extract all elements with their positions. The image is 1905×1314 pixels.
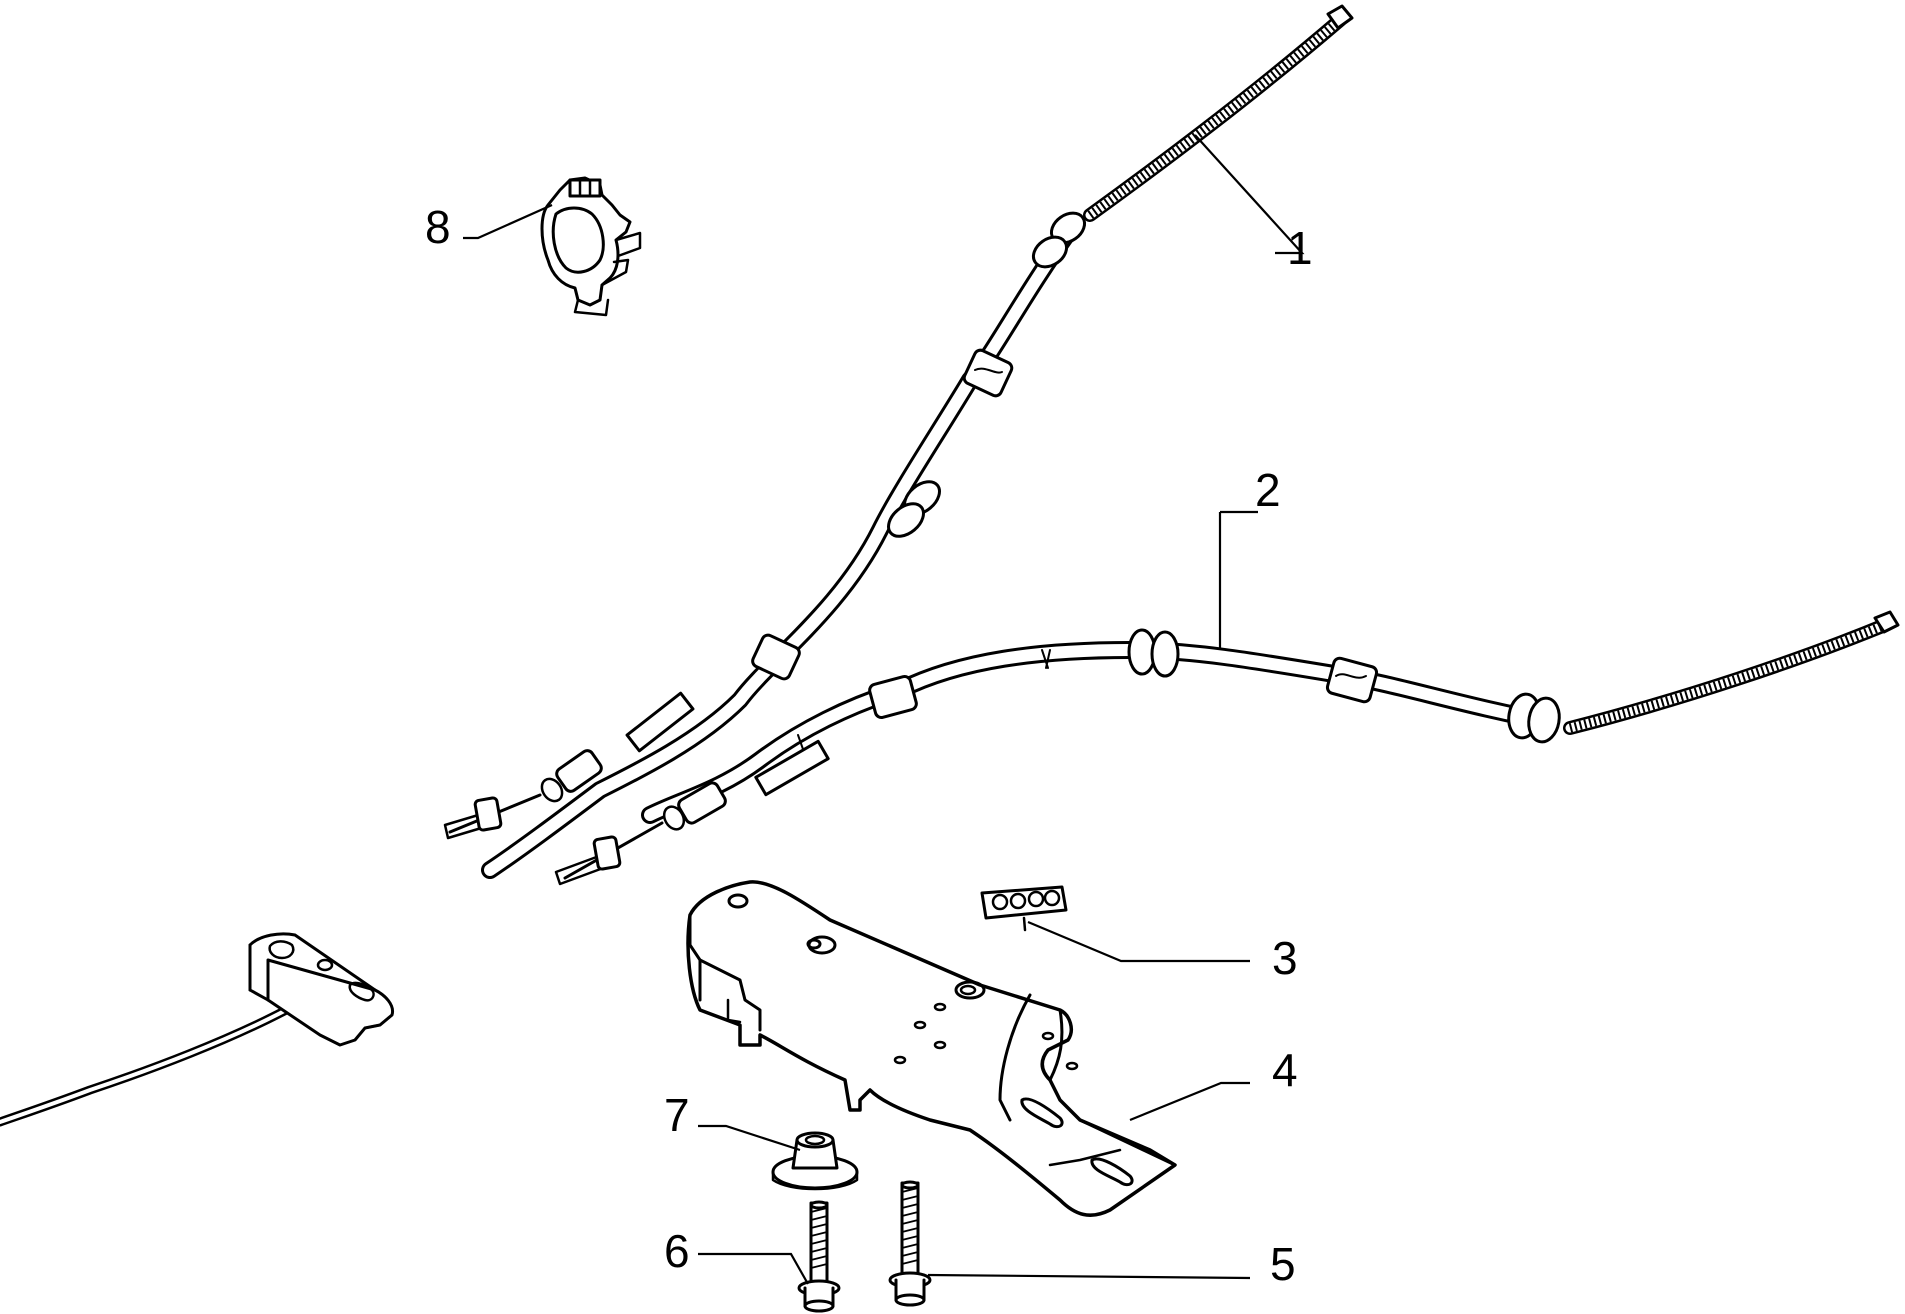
part-7-flanged-nut	[771, 1131, 859, 1191]
callout-1: 1	[1287, 222, 1313, 274]
part-4-mounting-bracket	[686, 880, 1177, 1217]
leader-4	[1129, 1081, 1250, 1122]
part-3-cable-clip-strip	[980, 885, 1068, 932]
cable-1-grommet	[1031, 211, 1087, 269]
cable-2-sleeve	[754, 739, 830, 797]
callout-5: 5	[1270, 1238, 1296, 1290]
callout-8: 8	[425, 201, 451, 253]
cable-1-sleeve	[625, 691, 695, 753]
leader-1	[1194, 134, 1305, 255]
leader-6	[698, 1252, 809, 1285]
part-2-brake-cable	[554, 610, 1900, 886]
callout-7: 7	[664, 1089, 690, 1141]
cable-2-grommet	[1127, 628, 1180, 678]
leader-8	[463, 203, 553, 240]
callout-3: 3	[1272, 932, 1298, 984]
cable-1-end-ferrule	[540, 749, 603, 803]
part-8-cable-bracket	[540, 176, 642, 317]
leader-3	[1027, 920, 1250, 963]
leader-7	[698, 1124, 801, 1152]
cable-2-grommet	[1507, 692, 1561, 744]
callout-2: 2	[1255, 464, 1281, 516]
part-5-bolt	[888, 1180, 932, 1307]
callout-4: 4	[1272, 1044, 1298, 1096]
cable-1-clip	[751, 633, 801, 681]
cable-2-end-ferrule	[662, 781, 727, 831]
cable-2-clip	[1325, 656, 1379, 704]
leader-lines	[463, 134, 1305, 1285]
part-6-bolt	[797, 1200, 841, 1313]
part-1-brake-cable	[443, 4, 1354, 879]
cable-1-grommet	[887, 480, 941, 538]
cable-1-clip	[962, 348, 1014, 398]
callout-6: 6	[664, 1225, 690, 1277]
callout-labels: 1 2 3 4 5 6 7 8	[425, 201, 1313, 1290]
handbrake-cable-connector	[0, 932, 395, 1127]
leader-5	[927, 1273, 1251, 1280]
cable-2-clip	[868, 674, 918, 720]
